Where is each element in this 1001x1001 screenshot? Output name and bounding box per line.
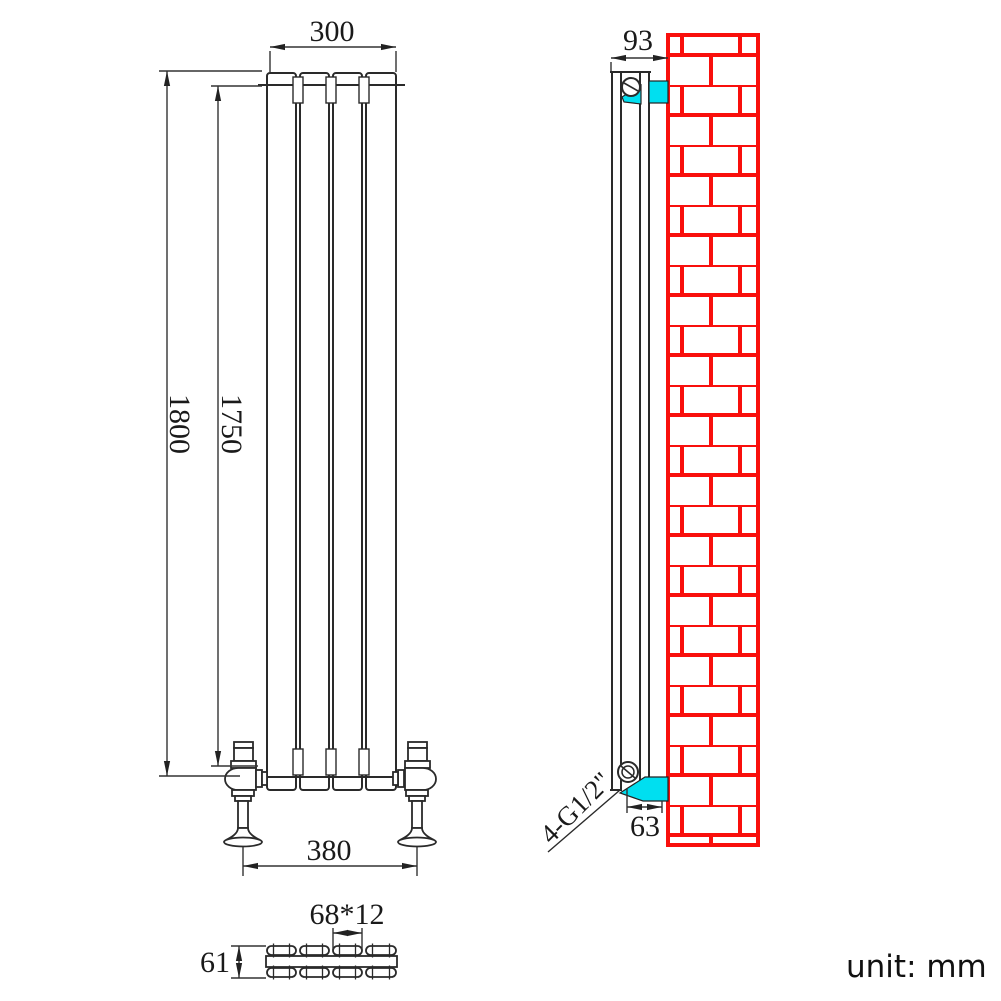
dim-front-width: 300 <box>269 15 397 72</box>
connection-thread-callout: 4-G1/2" <box>534 766 621 853</box>
section-view: 68*12 61 <box>200 898 398 980</box>
dim-tube-profile: 68*12 <box>310 898 385 950</box>
dim-text-93: 93 <box>623 24 653 57</box>
section-tick-marks <box>272 943 391 980</box>
unit-label: unit: mm <box>846 949 987 985</box>
front-view: 300 1800 1750 380 <box>159 15 437 876</box>
left-valve-body <box>224 767 257 791</box>
dim-text-1750: 1750 <box>215 394 248 454</box>
dim-text-thread: 4-G1/2" <box>534 766 617 849</box>
dim-bottom-offset: 63 <box>626 788 663 843</box>
dim-front-connection-height: 1750 <box>211 85 262 767</box>
dim-section-depth: 61 <box>200 945 266 979</box>
left-valve <box>223 741 268 848</box>
dim-text-1800: 1800 <box>163 394 196 454</box>
side-panel-profile <box>610 71 651 791</box>
dim-side-depth: 93 <box>610 24 668 71</box>
brick-wall-border <box>666 33 760 847</box>
dim-text-61: 61 <box>200 946 230 979</box>
dim-text-300: 300 <box>310 15 355 48</box>
front-panel-2 <box>299 72 330 791</box>
bottom-wall-bracket <box>617 761 669 802</box>
bottom-bracket-shape <box>618 776 669 802</box>
top-wall-bracket <box>621 77 669 105</box>
front-panel-1 <box>266 72 297 791</box>
top-bracket-block <box>648 80 669 104</box>
dim-front-overall-height: 1800 <box>159 70 262 777</box>
brick-wall <box>666 33 760 847</box>
side-view: 93 63 4-G1/2" <box>534 24 760 853</box>
dim-text-380: 380 <box>307 834 352 867</box>
dim-text-63: 63 <box>630 810 660 843</box>
front-panel-3 <box>332 72 363 791</box>
right-valve-body <box>404 767 437 791</box>
right-valve <box>392 741 437 848</box>
front-panel-4 <box>365 72 397 791</box>
panel-joint-connectors <box>292 76 370 776</box>
section-tubes-back-row <box>266 967 397 978</box>
front-panels <box>266 72 397 791</box>
dim-text-68x12: 68*12 <box>310 898 385 931</box>
dim-valve-spacing: 380 <box>242 834 418 876</box>
section-middle-band <box>265 955 398 968</box>
section-tubes-front-row <box>266 945 397 956</box>
